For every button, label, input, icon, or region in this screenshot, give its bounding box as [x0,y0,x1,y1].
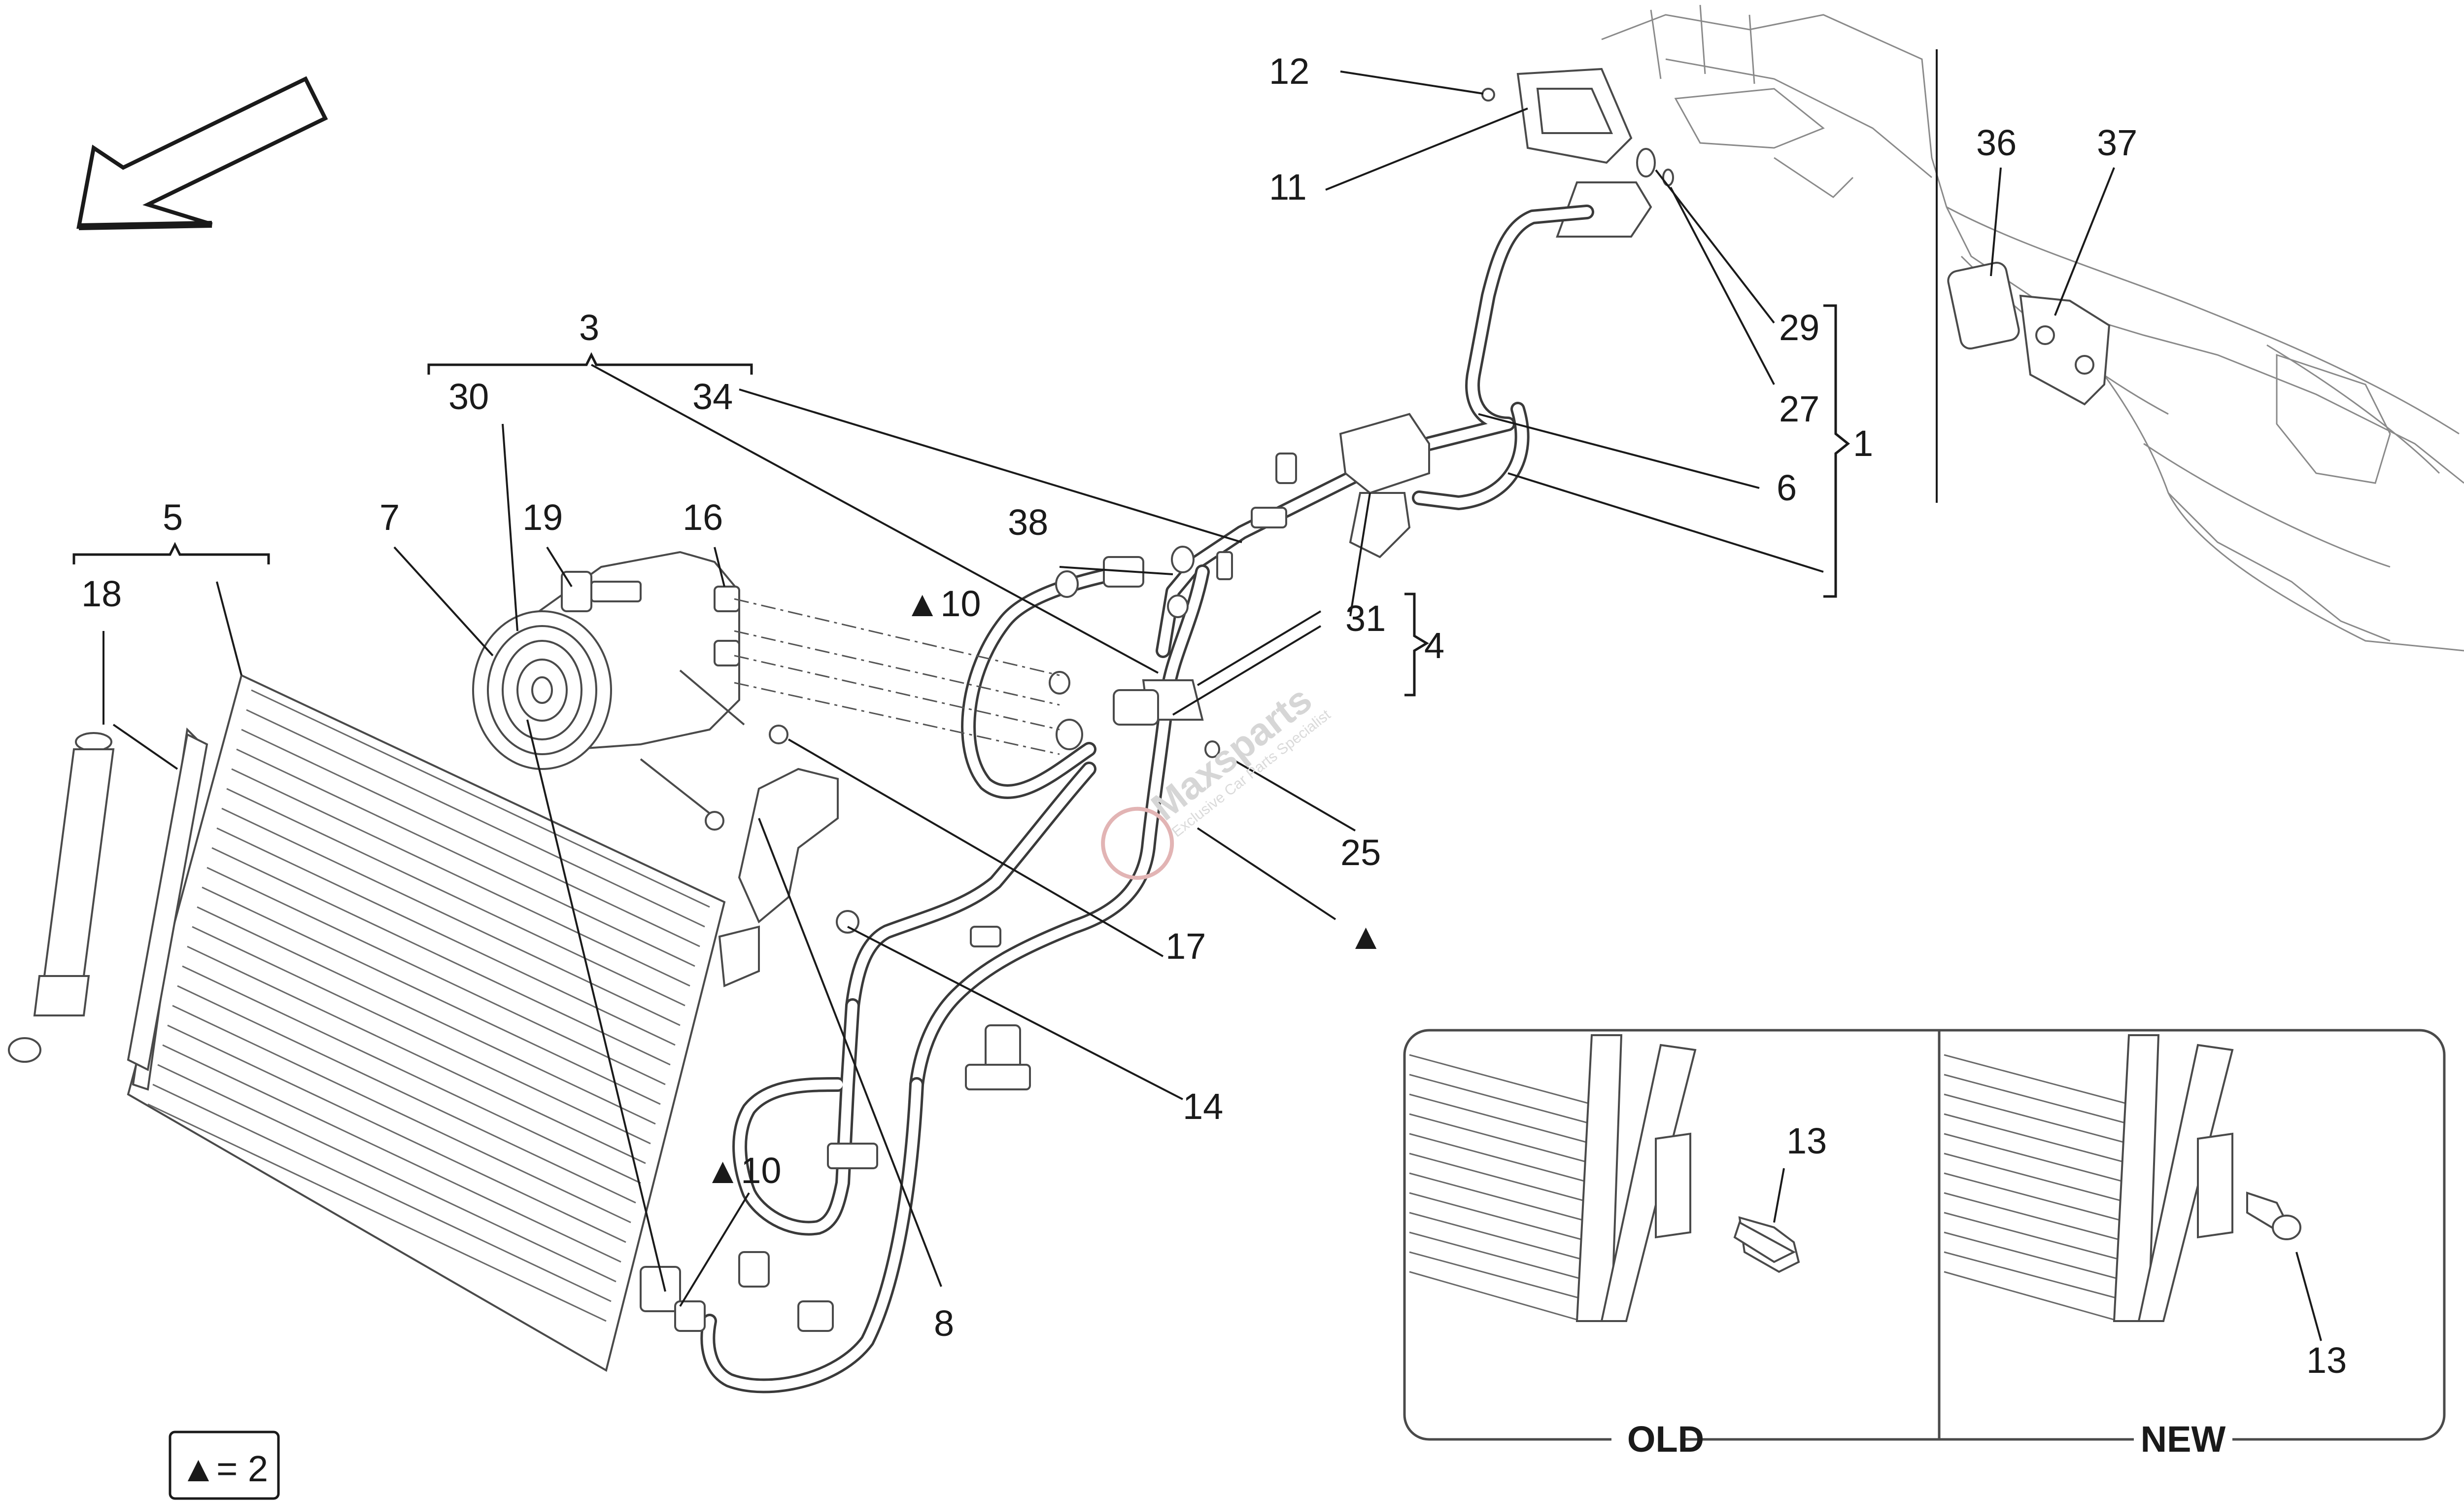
callout-29: 29 [1779,307,1819,348]
callout-34: 34 [692,376,733,417]
callout-10-lower: ▲10 [705,1150,782,1191]
callout-leaders [112,70,1824,1307]
inset-labels: OLD NEW [1611,1419,2232,1460]
ac-compressor [472,551,788,831]
callout-labels: 12 11 29 27 1 6 36 37 3 30 34 5 18 7 19 … [81,51,2347,1381]
callout-12: 12 [1269,51,1309,92]
callout-3: 3 [579,307,599,348]
callout-13-old: 13 [1786,1120,1827,1161]
callout-19: 19 [522,497,563,538]
front-direction-arrow-icon [76,76,328,230]
ac-condenser [127,674,726,1372]
callout-25: 25 [1340,832,1381,873]
inset-old-label: OLD [1627,1419,1704,1460]
condenser-bracket [718,768,859,987]
callout-37: 37 [2097,122,2137,163]
callout-5: 5 [163,497,183,538]
expansion-valve-assembly [1481,68,1674,238]
callout-16: 16 [683,497,723,538]
callout-11: 11 [1269,167,1307,208]
callout-8: 8 [934,1303,954,1344]
legend-box: ▲= 2 [169,1431,280,1500]
callout-7: 7 [379,497,400,538]
callout-14: 14 [1183,1086,1223,1127]
callout-27: 27 [1779,388,1819,429]
callout-17: 17 [1165,926,1206,967]
callout-30: 30 [448,376,489,417]
callout-10-upper: ▲10 [904,583,981,624]
callout-4: 4 [1424,625,1444,666]
inset-new-label: NEW [2141,1419,2226,1460]
legend-text: ▲= 2 [180,1448,268,1489]
callout-31: 31 [1345,598,1386,639]
grouping-brackets [72,304,1850,697]
callout-13-new: 13 [2306,1340,2347,1381]
alignment-lines [734,598,1060,755]
callout-36: 36 [1976,122,2017,163]
callout-tri: ▲ [1348,916,1384,957]
bulkhead-seal-part-36-37 [1947,167,2115,406]
old-new-inset [1403,1029,2446,1441]
callout-38: 38 [1008,502,1048,543]
callout-6: 6 [1777,467,1797,508]
callout-1: 1 [1853,423,1873,464]
receiver-drier [8,631,208,1071]
callout-18: 18 [81,573,122,614]
pipe-fittings [659,413,1430,1332]
